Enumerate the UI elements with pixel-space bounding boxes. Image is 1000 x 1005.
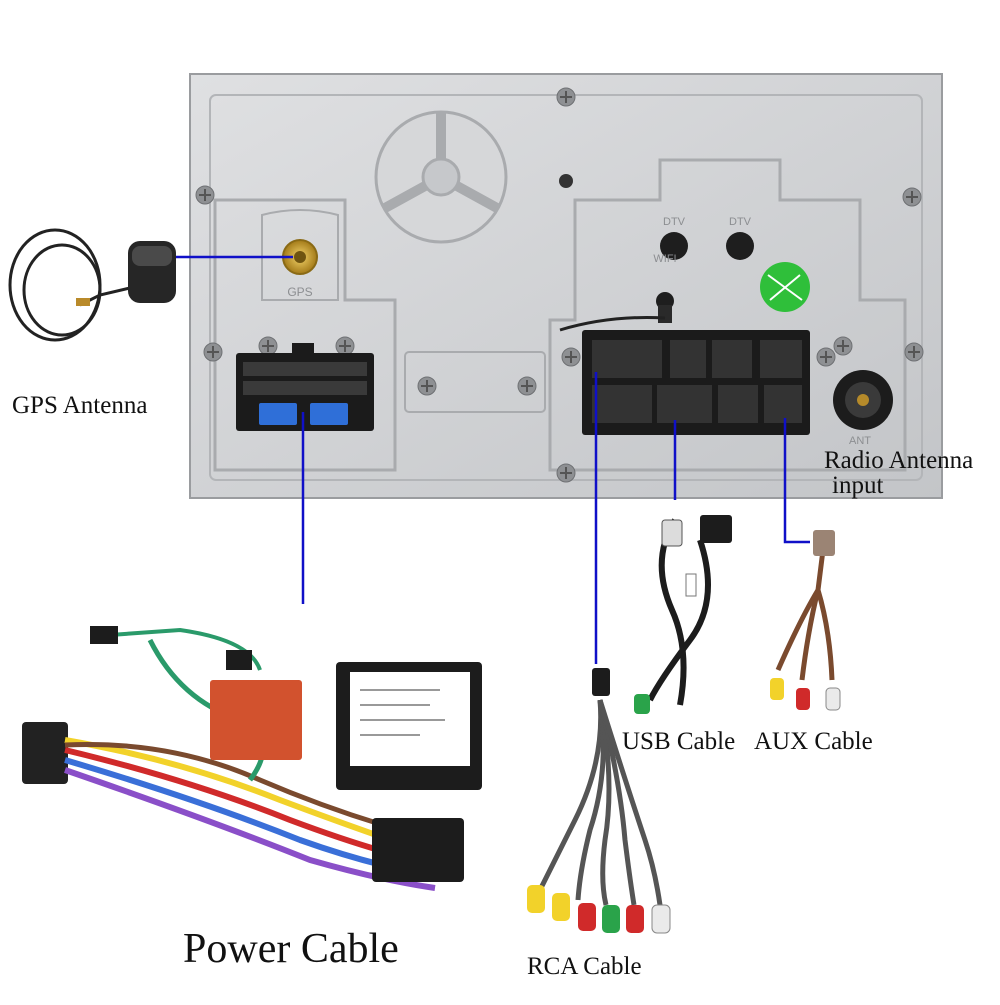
multi-pin-socket-block xyxy=(582,330,810,435)
dtv-port-label: DTV xyxy=(729,216,752,228)
label-usb-cable: USB Cable xyxy=(622,728,736,755)
screw xyxy=(203,342,223,362)
screw xyxy=(335,336,355,356)
dtv-port: DTV xyxy=(660,216,688,260)
qc-sticker xyxy=(760,262,810,312)
label-radio-antenna-input: Radio Antenna input xyxy=(824,448,973,498)
iso-plug xyxy=(210,680,302,760)
dtv-port: DTV xyxy=(726,216,754,260)
screw xyxy=(556,463,576,483)
gps-antenna xyxy=(8,228,176,342)
label-aux-cable: AUX Cable xyxy=(754,728,873,755)
power-cable xyxy=(22,626,482,891)
label-rca-cable: RCA Cable xyxy=(527,953,642,980)
label-radio-antenna-line1: Radio Antenna xyxy=(824,447,974,474)
fan-grille xyxy=(374,110,508,244)
label-gps-antenna: GPS Antenna xyxy=(12,392,148,419)
screw xyxy=(816,347,836,367)
power-harness-socket xyxy=(236,343,374,431)
dtv-port-label: DTV xyxy=(663,216,686,228)
screw xyxy=(556,87,576,107)
gps-port-label: GPS xyxy=(287,285,312,299)
screw xyxy=(258,336,278,356)
left-recess xyxy=(213,198,397,472)
leader-line-aux xyxy=(783,418,810,544)
wifi-port-label: WIFI xyxy=(653,253,676,265)
aux-cable xyxy=(770,530,841,711)
panel-hole xyxy=(559,174,573,188)
screw xyxy=(195,185,215,205)
screw xyxy=(833,336,853,356)
fuse xyxy=(310,403,348,425)
screw xyxy=(517,376,537,396)
ant-port-label: ANT xyxy=(849,435,871,447)
screw xyxy=(902,187,922,207)
label-power-cable: Power Cable xyxy=(183,926,399,972)
middle-slot xyxy=(404,351,546,413)
label-radio-antenna-line2: input xyxy=(832,472,884,499)
right-recess xyxy=(548,158,907,472)
screw xyxy=(904,342,924,362)
radio-antenna-port: ANT xyxy=(833,370,893,447)
head-unit-rear-panel: GPS DTV DTV WIFI xyxy=(189,73,943,499)
wifi-port: WIFI xyxy=(559,253,677,332)
leader-lines xyxy=(176,255,810,664)
screw xyxy=(561,347,581,367)
rca-cable xyxy=(527,668,671,934)
usb-cable xyxy=(634,515,732,714)
screw xyxy=(417,376,437,396)
fuse xyxy=(259,403,297,425)
